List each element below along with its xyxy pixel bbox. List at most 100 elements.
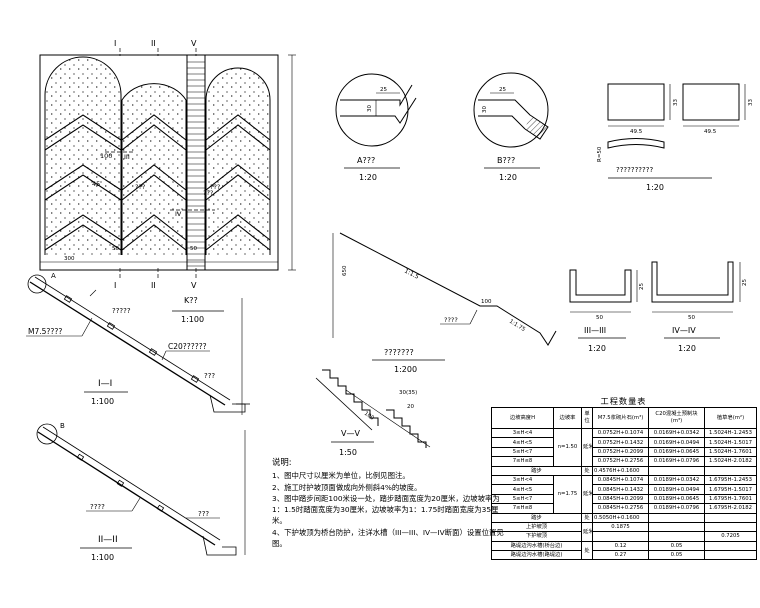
detail-k-scale: 1:20 xyxy=(646,183,664,192)
detail-a-d1: 25 xyxy=(380,87,387,93)
detail-a: 25 30 A??? 1:20 xyxy=(335,73,417,182)
detail-k-caption: ?????????? xyxy=(616,166,653,174)
table-header-row: 边坡高度H 边坡率 单位 M7.5浆砌片石(m³) C20混凝土预制块(m³) … xyxy=(491,407,757,429)
profile-scale: 1:200 xyxy=(394,365,417,374)
table-cell: 路堤边沟水槽(桥台边) xyxy=(491,540,582,552)
table-cell: 0.12 xyxy=(592,540,649,552)
table-row: 7≤H≤8 0.0752H+0.2756 0.0169H+0.0796 1.50… xyxy=(491,456,757,467)
profile-caption: ??????? xyxy=(384,348,414,357)
table-cell: 4≤H<5 xyxy=(491,484,554,495)
section-2-2: B ???? ??? II—II 1:100 xyxy=(36,422,246,562)
table-cell: 3≤H<4 xyxy=(491,474,554,486)
table-cell: 踏步 xyxy=(491,465,582,476)
cut-mark-i-top: I xyxy=(114,39,116,48)
detail-a-caption: A??? xyxy=(357,156,375,165)
table-cell: 3≤H<4 xyxy=(491,427,554,439)
slope-profile: 650 1:1.5 1:1.75 100 ???? ??????? 1:200 xyxy=(332,232,557,374)
table-row: 3≤H<4 n=1.75 延米 0.0845H+0.1074 0.0189H+0… xyxy=(491,474,757,514)
section-1-1: A M7.5???? C20?????? ????? ??? K?? 1:100… xyxy=(26,272,250,415)
detail-k-h2: 33 xyxy=(748,99,754,106)
section-2-title: II—II xyxy=(98,535,118,545)
table-cell: 0.0189H+0.0645 xyxy=(648,493,705,505)
table-cell: 延米 xyxy=(581,521,593,542)
table-cell: 下护坡顶 xyxy=(491,531,582,542)
detail-b-d1: 25 xyxy=(499,87,506,93)
table-cell: 1.6795H-1.7601 xyxy=(704,493,757,505)
notes-heading: 说明: xyxy=(272,457,292,467)
table-cell: 0.0169H+0.0342 xyxy=(648,427,705,439)
table-cell: 0.7205 xyxy=(704,531,757,542)
table-row: 下护坡顶 0.7205 xyxy=(491,531,757,542)
k-view-scale: 1:100 xyxy=(181,315,204,324)
table-cell: 1.6795H-1.2453 xyxy=(704,474,757,486)
table-row: 5≤H<7 0.0845H+0.2099 0.0189H+0.0645 1.67… xyxy=(491,493,757,505)
table-cell: 0.1875 xyxy=(592,521,649,533)
table-cell: 0.0752H+0.1432 xyxy=(592,437,649,448)
section-4-d2: 25 xyxy=(742,279,748,286)
table-row: 上护坡顶 延米 0.1875 xyxy=(491,521,757,542)
table-row: 7≤H≤8 0.0845H+0.2756 0.0189H+0.0796 1.67… xyxy=(491,503,757,514)
table-cell: 0.0169H+0.0796 xyxy=(648,456,705,467)
table-cell: 4≤H<5 xyxy=(491,437,554,448)
section-5-5: 30(35) 20 100 V—V 1:50 xyxy=(315,369,431,457)
table-row: 4≤H<5 0.0845H+0.1432 0.0189H+0.0494 1.67… xyxy=(491,484,757,495)
profile-height: 650 xyxy=(342,265,348,276)
table-cell: 0.27 xyxy=(592,550,649,561)
table-cell: 延米 xyxy=(581,474,593,514)
section-2-scale: 1:100 xyxy=(91,553,114,562)
detail-k-w1: 49.5 xyxy=(630,129,643,135)
table-cell: 5≤H<7 xyxy=(491,493,554,505)
table-cell: n=1.50 xyxy=(553,428,582,467)
cut-mark-v-top: V xyxy=(191,39,197,48)
section-3-3: 50 25 III—III 1:20 xyxy=(569,269,645,353)
table-cell: 1.5024H-1.7601 xyxy=(704,446,757,458)
section-3-d2: 25 xyxy=(639,283,645,290)
table-cell: 7≤H≤8 xyxy=(491,503,554,514)
detail-b-scale: 1:20 xyxy=(499,173,517,182)
stairs-len: 100 xyxy=(363,411,375,422)
table-cell: 0.0189H+0.0342 xyxy=(648,474,705,486)
note-item-3: 3、图中踏步间距100米设一处，踏步踏面宽度为20厘米，边坡坡率为1：1.5时踏… xyxy=(272,493,500,526)
plan-label-gap: 100 xyxy=(100,152,112,160)
table-cell: 0.0169H+0.0494 xyxy=(648,437,705,448)
section-1-q2: ??? xyxy=(204,372,215,380)
section-1-label-m75: M7.5???? xyxy=(28,327,62,336)
table-cell: 0.0845H+0.1074 xyxy=(592,474,649,486)
profile-berm: 100 xyxy=(481,299,492,305)
table-cell: 0.0845H+0.1432 xyxy=(592,484,649,495)
table-cell: 0.0752H+0.2099 xyxy=(592,446,649,458)
table-row: 路堤边沟水槽(桥台边) 处 0.12 0.05 xyxy=(491,540,757,561)
cut-mark-i-bottom: I xyxy=(114,281,116,290)
design-notes: 说明: 1、图中尺寸以厘米为单位，比例见图注。 2、施工时护坡顶面做成向外侧斜4… xyxy=(272,457,504,549)
table-header: 边坡率 xyxy=(553,407,582,429)
note-item-4: 4、下护坡顶为桥台防护，注详水槽（III—III、IV—IV断面）设置位置见图。 xyxy=(272,527,504,549)
section-4-title: IV—IV xyxy=(672,326,696,335)
section-4-scale: 1:20 xyxy=(678,344,696,353)
stairs-dim2: 20 xyxy=(407,404,414,410)
table-cell: 0.0845H+0.2756 xyxy=(592,503,649,514)
table-cell: 处 xyxy=(581,465,593,476)
quantity-table-title: 工程数量表 xyxy=(600,396,647,406)
table-header: 植草皂(m²) xyxy=(704,407,757,429)
table-cell: 0.0189H+0.0494 xyxy=(648,484,705,495)
table-cell: n=1.75 xyxy=(553,474,582,514)
plan-label-iii: III xyxy=(124,153,130,161)
detail-k: 49.5 49.5 33 33 R=50 ?????????? 1:20 xyxy=(597,83,754,192)
table-cell: 延米 xyxy=(581,428,593,467)
table-cell: 5≤H<7 xyxy=(491,446,554,458)
table-cell: 0.0169H+0.0645 xyxy=(648,446,705,458)
detail-b-caption: B??? xyxy=(497,156,515,165)
section-2-q1: ???? xyxy=(90,503,105,511)
plan-label-q1: ??? xyxy=(135,183,145,191)
table-row: 5≤H<7 0.0752H+0.2099 0.0169H+0.0645 1.50… xyxy=(491,446,757,458)
stairs-dim1: 30(35) xyxy=(399,390,417,396)
table-cell: 路堤边沟水槽(路堤边) xyxy=(491,550,582,561)
section-1-label-c20: C20?????? xyxy=(168,342,207,351)
cut-mark-v-bottom: V xyxy=(191,281,197,290)
table-cell: 1.5024H-2.0182 xyxy=(704,456,757,467)
table-cell: 1.5024H-1.2453 xyxy=(704,427,757,439)
section-3-d1: 50 xyxy=(596,315,603,321)
section-5-title: V—V xyxy=(341,429,360,438)
table-row: 3≤H<4 n=1.50 延米 0.0752H+0.1074 0.0169H+0… xyxy=(491,427,757,467)
profile-slope1: 1:1.5 xyxy=(403,268,420,281)
